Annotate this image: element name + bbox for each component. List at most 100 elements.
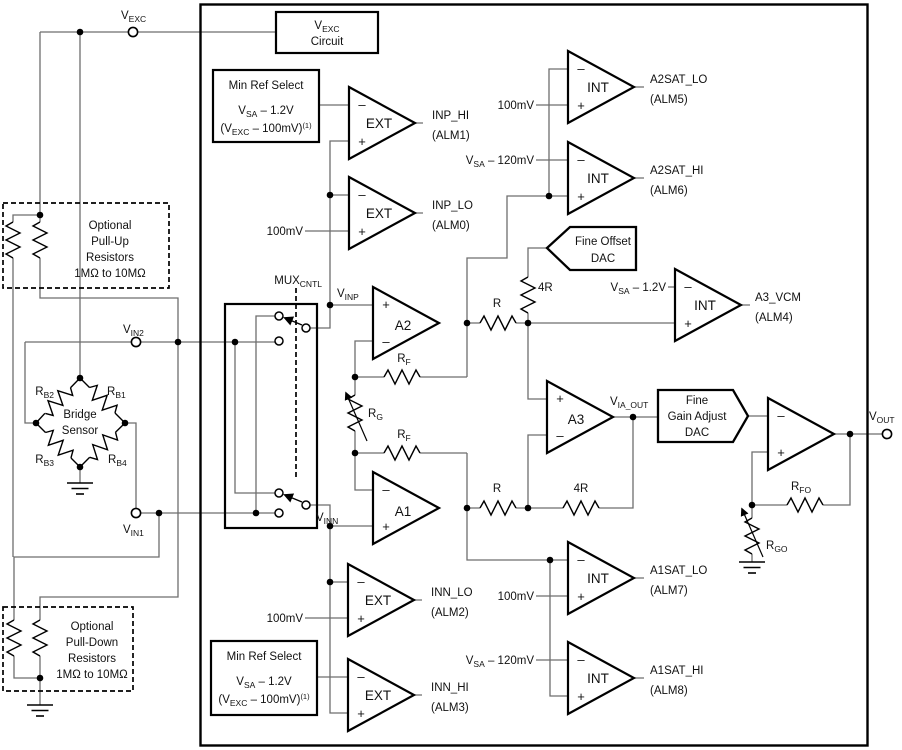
wire-4r-bottom-leads [528, 417, 634, 509]
min-ref-select-top-block: Min Ref Select VSA – 1.2V (VEXC – 100mV)… [211, 68, 321, 144]
main-device-outline [199, 3, 869, 747]
plus-sign: + [577, 98, 585, 113]
output-alm-label: (ALM7) [650, 585, 688, 597]
pull-down-box [2, 606, 134, 692]
input-mux: MUXCNTL [223, 275, 322, 530]
r-bottom-label: R [493, 483, 501, 495]
wire-a2-to-sat [466, 195, 549, 377]
mux-contact [274, 508, 284, 518]
resistor-rfo [786, 497, 824, 513]
pull-up-box [2, 202, 170, 289]
4r-top-label: 4R [538, 282, 553, 294]
terminals [127, 26, 893, 519]
rb2-label: RB2 [35, 386, 54, 400]
rgo-label: RGO [766, 540, 788, 554]
bridge-label: Sensor [62, 425, 99, 437]
output-alm-label: (ALM3) [431, 702, 469, 714]
comparator-a1sat-hi: – + INT A1SAT_HI (ALM8) [566, 640, 703, 716]
variable-resistor-arrows [344, 391, 764, 558]
amp-triangle [347, 85, 418, 161]
amp-triangle [346, 657, 417, 733]
amp-triangle [545, 379, 616, 455]
wire-vinn-down [329, 526, 348, 714]
fine-offset-dac-shape [545, 225, 638, 272]
output-label: INP_LO [432, 200, 473, 212]
comparator-inp-lo: – + EXT INP_LO (ALM0) [347, 175, 473, 251]
resistor-pulldown-left [6, 619, 22, 657]
wire-bridge-right-link [125, 422, 137, 508]
wire-pulldown-left-link [13, 513, 160, 620]
mux-box [223, 302, 319, 530]
amp-triangle [766, 396, 837, 472]
r-top-label: R [493, 298, 501, 310]
output-label: INN_LO [431, 587, 473, 599]
minus-sign: – [357, 669, 365, 684]
amp-label: A2 [395, 318, 412, 333]
wire-a1-minus [354, 453, 373, 491]
rg-label: RG [368, 408, 383, 422]
min-ref-alt-value: (VEXC – 100mV)(1) [220, 121, 312, 137]
min-ref-select-bottom-box [209, 639, 319, 717]
comparator-inp-hi: – + EXT INP_HI (ALM1) [347, 85, 470, 161]
plus-sign: + [382, 519, 390, 534]
pull-up-label: Optional [89, 220, 132, 232]
bridge-label: Bridge [63, 409, 96, 421]
output-label: A1SAT_HI [650, 665, 703, 677]
wire-outamp-plus [751, 451, 768, 505]
fine-gain-dac-label: Gain Adjust [668, 411, 728, 423]
fine-offset-dac-label: DAC [591, 253, 615, 265]
ref-100mv-label: 100mV [498, 591, 535, 603]
rg-arrow-icon [344, 391, 368, 442]
plus-sign: + [357, 706, 365, 721]
resistor-4r-top [520, 276, 536, 314]
bridge-sensor: Bridge Sensor RB2 RB1 RB3 RB4 [35, 386, 127, 468]
vin1-terminal [130, 507, 142, 519]
output-amp: – + [766, 396, 837, 472]
resistor-rf-top [383, 369, 421, 385]
wire-rfo-leads [752, 434, 851, 506]
output-alm-label: (ALM2) [431, 607, 469, 619]
wire-a2-minus [354, 340, 373, 377]
mux-contact [274, 311, 284, 321]
wire-pullup-tops [12, 214, 41, 222]
mux-contact [274, 336, 284, 346]
comparator-a2sat-lo: – + INT A2SAT_LO (ALM5) [566, 49, 707, 125]
minus-sign: – [556, 428, 564, 443]
rfo-label: RFO [791, 481, 812, 495]
amp-label: INT [694, 298, 716, 313]
wire-a1-vertical [466, 453, 550, 561]
wire-a1sat-vertical [549, 560, 568, 697]
resistor-rgo [744, 517, 760, 555]
labels: VEXC VIN2 VIN1 VOUT VINP VINN VIA_OUT 10… [121, 10, 895, 669]
comparator-inn-lo: – + EXT INN_LO (ALM2) [346, 562, 473, 638]
ref-vsa-120mv-label: VSA – 120mV [466, 655, 535, 669]
vexc-circuit-label: Circuit [311, 36, 344, 48]
vin2-terminal [130, 336, 142, 348]
vexc-terminal [127, 26, 139, 38]
amp-a2: + – A2 [371, 285, 442, 361]
amp-label: INT [587, 171, 609, 186]
vinp-label: VINP [337, 288, 359, 302]
wire-vinp-up [329, 140, 349, 305]
wire-pulldown-right-link [39, 342, 179, 620]
min-ref-value: VSA – 1.2V [236, 676, 292, 690]
amp-a1: – + A1 [371, 470, 442, 546]
output-label: A2SAT_HI [650, 165, 703, 177]
wire-vinn [310, 504, 373, 527]
mux-cntl-label: MUXCNTL [274, 275, 322, 289]
wire-a3-minus [527, 434, 547, 508]
amp-triangle [346, 562, 417, 638]
fine-gain-adjust-dac-block: Fine Gain Adjust DAC [656, 388, 750, 444]
ref-vsa-1v2-label: VSA – 1.2V [611, 282, 667, 296]
amp-triangle [566, 640, 637, 716]
min-ref-alt-value: (VEXC – 100mV)(1) [218, 692, 310, 708]
pull-up-label: 1MΩ to 10MΩ [74, 268, 146, 280]
ground-icon [26, 704, 54, 717]
wire-mux-crossover-2 [234, 342, 275, 494]
output-alm-label: (ALM6) [650, 185, 688, 197]
resistor-r-bottom [479, 500, 517, 516]
minus-sign: – [577, 152, 585, 167]
resistor-pullup-left [5, 221, 21, 259]
pull-up-label: Pull-Up [91, 236, 129, 248]
